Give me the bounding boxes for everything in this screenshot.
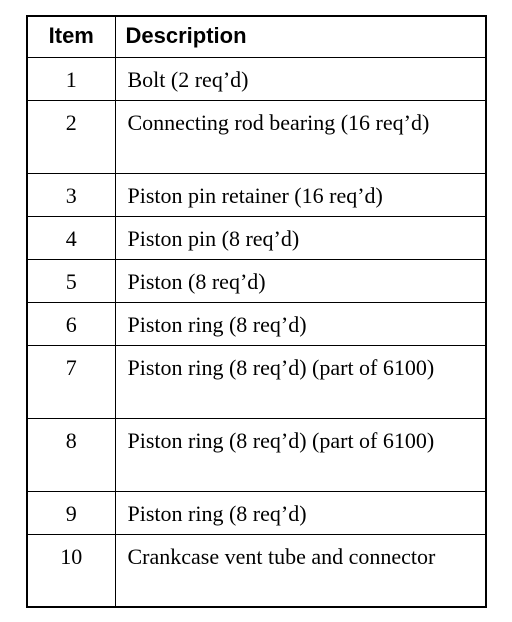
item-description: Piston pin (8 req’d) [114, 215, 487, 260]
item-description: Bolt (2 req’d) [114, 56, 487, 101]
header-row: Item Description [26, 15, 487, 58]
table-row: 4 Piston pin (8 req’d) [26, 215, 487, 260]
parts-table: Item Description 1 Bolt (2 req’d) 2 Conn… [26, 15, 487, 608]
table-row: 7 Piston ring (8 req’d) (part of 6100) [26, 344, 487, 419]
item-description: Piston ring (8 req’d) [114, 301, 487, 346]
table-row: 9 Piston ring (8 req’d) [26, 490, 487, 535]
table-body: 1 Bolt (2 req’d) 2 Connecting rod bearin… [26, 56, 487, 608]
column-header-description: Description [114, 15, 487, 58]
table-row: 8 Piston ring (8 req’d) (part of 6100) [26, 417, 487, 492]
item-number: 10 [26, 533, 116, 608]
item-number: 2 [26, 99, 116, 174]
column-header-item: Item [26, 15, 116, 58]
item-number: 5 [26, 258, 116, 303]
item-description: Piston ring (8 req’d) (part of 6100) [114, 344, 487, 419]
table-row: 3 Piston pin retainer (16 req’d) [26, 172, 487, 217]
item-number: 9 [26, 490, 116, 535]
item-description: Crankcase vent tube and connector [114, 533, 487, 608]
item-number: 7 [26, 344, 116, 419]
item-description: Piston (8 req’d) [114, 258, 487, 303]
table-row: 1 Bolt (2 req’d) [26, 56, 487, 101]
item-description: Piston ring (8 req’d) [114, 490, 487, 535]
item-number: 1 [26, 56, 116, 101]
table-row: 10 Crankcase vent tube and connector [26, 533, 487, 608]
item-description: Piston pin retainer (16 req’d) [114, 172, 487, 217]
table-row: 6 Piston ring (8 req’d) [26, 301, 487, 346]
table-header: Item Description [26, 15, 487, 58]
item-number: 3 [26, 172, 116, 217]
table-row: 5 Piston (8 req’d) [26, 258, 487, 303]
item-description: Connecting rod bearing (16 req’d) [114, 99, 487, 174]
item-number: 8 [26, 417, 116, 492]
item-description: Piston ring (8 req’d) (part of 6100) [114, 417, 487, 492]
table-row: 2 Connecting rod bearing (16 req’d) [26, 99, 487, 174]
item-number: 4 [26, 215, 116, 260]
item-number: 6 [26, 301, 116, 346]
